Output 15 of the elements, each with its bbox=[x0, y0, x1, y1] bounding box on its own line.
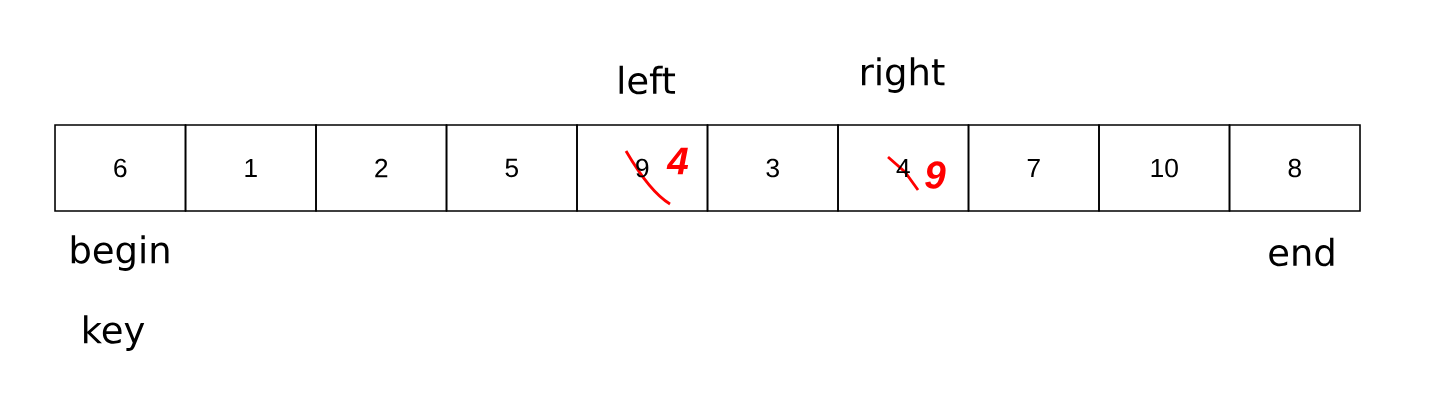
array-cell: 5 bbox=[445, 124, 578, 212]
handwritten-number: 4 bbox=[666, 147, 689, 175]
array-cell: 6 bbox=[54, 124, 187, 212]
array-cell: 10 bbox=[1098, 124, 1231, 212]
array-cell: 8 bbox=[1228, 124, 1361, 212]
array-cell: 3 bbox=[706, 124, 839, 212]
pointer-label: begin bbox=[71, 235, 169, 271]
array-cell: 1 bbox=[184, 124, 317, 212]
pointer-label: key bbox=[84, 315, 145, 351]
pointer-label: end bbox=[1269, 237, 1334, 267]
array-cell: 2 bbox=[315, 124, 448, 212]
handwritten-number: 9 bbox=[925, 161, 946, 189]
pointer-label: left bbox=[619, 65, 676, 95]
array-cell: 7 bbox=[967, 124, 1100, 212]
pointer-label: right bbox=[862, 57, 945, 93]
